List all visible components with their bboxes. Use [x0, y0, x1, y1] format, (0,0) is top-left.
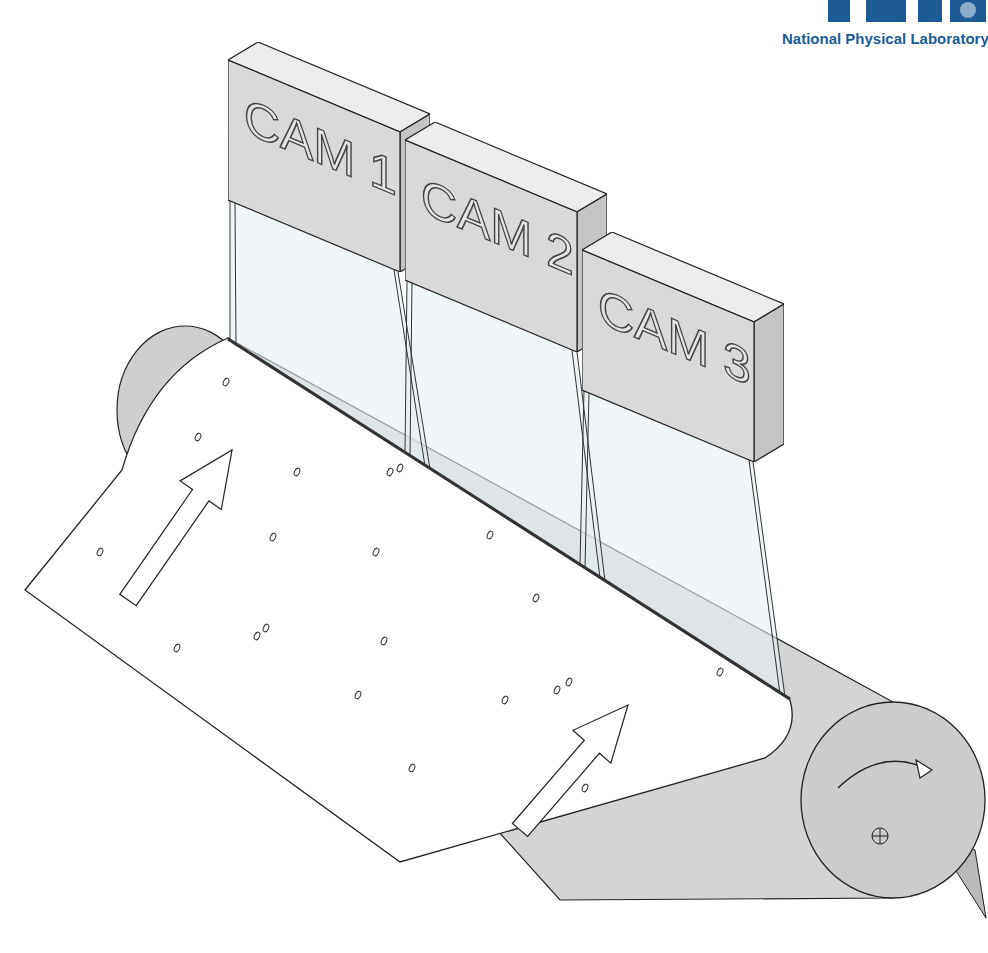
roller-end — [801, 702, 985, 898]
axis-symbol — [872, 828, 888, 844]
logo-mark — [828, 0, 986, 22]
axis-symbol — [880, 828, 881, 844]
direction-arrow — [512, 705, 628, 837]
camera-box: CAM 1 — [228, 42, 430, 272]
camera-box: CAM 2 — [405, 122, 607, 352]
camera-box: CAM 3 — [582, 232, 784, 462]
direction-arrow — [120, 450, 232, 606]
rotation-arrow — [838, 761, 925, 788]
rotation-arrow — [916, 760, 932, 778]
organisation-name: National Physical Laboratory — [782, 30, 988, 47]
